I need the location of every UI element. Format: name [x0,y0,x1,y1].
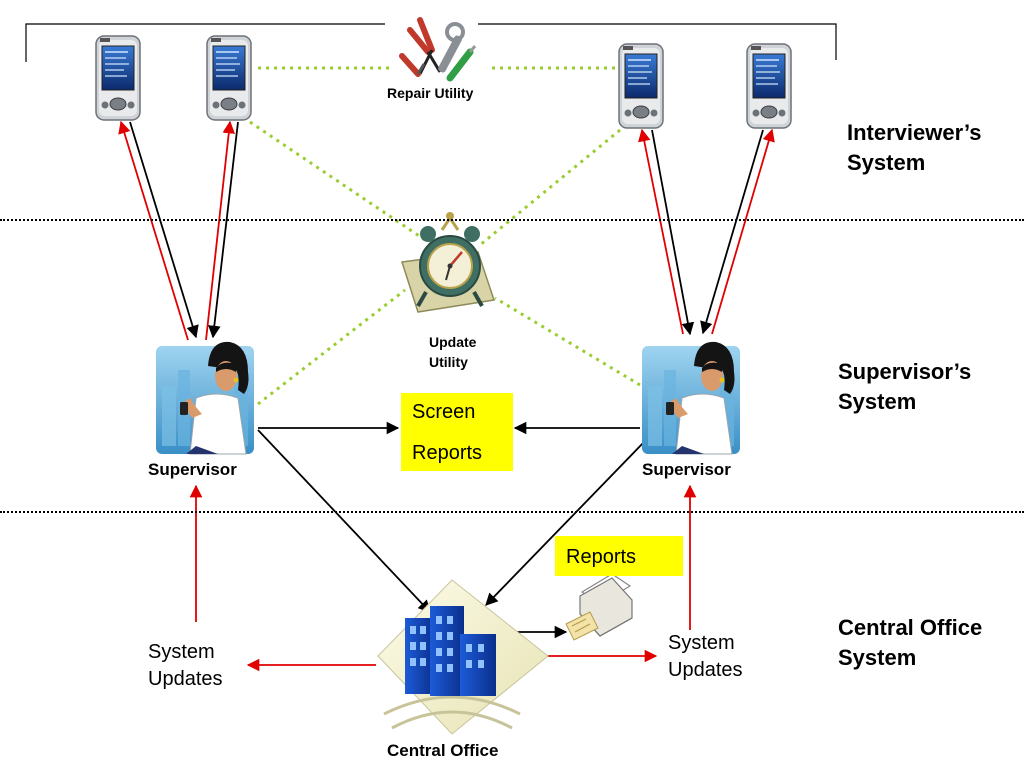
interviewer-bracket [25,23,385,62]
arrow-pda4-to-supervisor-right [700,129,764,335]
arrow-supervisor-right-to-central [485,439,647,606]
arrow-supervisor-right-to-pda4 [711,128,775,335]
central-office-label: Central Office [387,741,499,760]
system-updates-left: System Updates [148,639,223,693]
system-updates-left-line-2: Updates [148,668,223,690]
tier-central-line-1: Central Office [838,615,983,640]
tier-label-central: Central Office System [838,613,982,673]
arrow-supervisor-right-to-pda3 [638,128,684,335]
alarm-clock-icon [401,212,495,313]
tier-label-supervisor: Supervisor’s System [838,357,971,417]
arrow-pda3-to-supervisor-right [651,129,695,336]
tier-interviewer-line-1: Interviewer’s [847,120,982,145]
tier-interviewer-line-2: System [847,150,926,175]
arrow-pda1-to-supervisor-left [129,121,199,339]
system-updates-right-line-1: System [668,632,735,654]
reports-label: Reports [566,546,637,568]
screen-reports-line-2: Reports [412,442,483,464]
supervisor-right-avatar [641,341,741,455]
pda-device-1 [95,35,141,121]
update-utility-line-1: Update [429,334,477,350]
arrow-pda2-to-supervisor-left [208,121,239,339]
screen-reports-line-1: Screen [412,401,476,423]
screen-reports-box: Screen Reports [401,393,513,471]
tier-label-interviewer: Interviewer’s System [847,118,982,178]
pda-device-3 [618,43,664,129]
dotted-links [249,66,641,406]
arrow-supervisor-left-to-central [257,429,431,613]
update-utility-line-2: Utility [429,354,468,370]
supervisor-left-label: Supervisor [148,460,237,479]
system-updates-right-line-2: Updates [668,659,743,681]
supervisor-right-label: Supervisor [642,460,731,479]
pda-device-4 [746,43,792,129]
supervisor-left-avatar [155,341,255,455]
reports-box: Reports [555,536,683,576]
tier-separator-bottom [0,511,1024,513]
tier-supervisor-line-1: Supervisor’s [838,359,972,384]
pda-device-2 [206,35,252,121]
central-office-building-icon [377,579,549,735]
tier-separator-top [0,219,1024,221]
repair-utility-label: Repair Utility [387,85,474,101]
tools-icon [399,17,477,82]
tier-central-line-2: System [838,645,917,670]
tier-supervisor-line-2: System [838,389,917,414]
system-updates-left-line-1: System [148,641,215,663]
system-updates-right: System Updates [668,630,743,684]
arrow-supervisor-left-to-pda1 [118,120,189,341]
printer-icon [565,573,633,641]
update-utility-label: Update Utility [429,332,476,372]
interviewer-bracket-right [478,23,837,60]
arrow-supervisor-left-to-pda2 [205,120,236,341]
